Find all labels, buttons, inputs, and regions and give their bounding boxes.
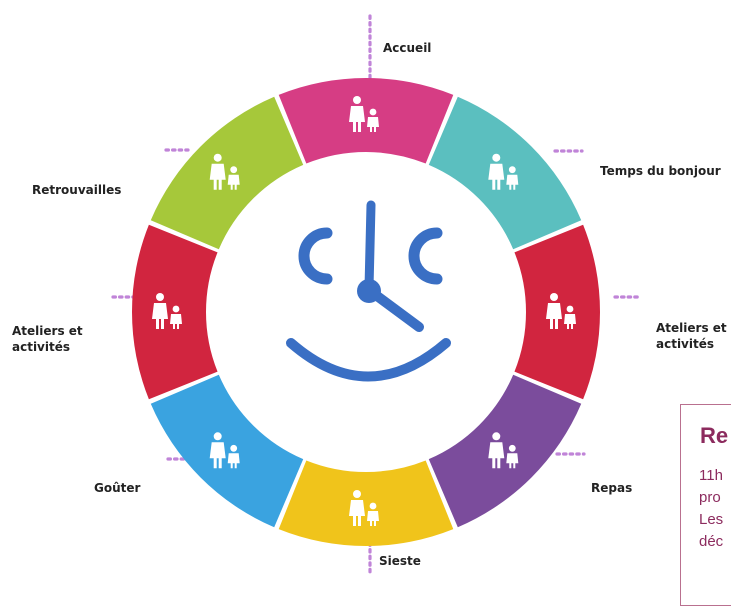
child-sleeping-icon (349, 490, 379, 526)
daily-routine-diagram: Accueil Temps du bonjour Ateliers et act… (12, 14, 731, 606)
info-box-line: Les (699, 511, 724, 528)
segment-label-retrouvailles: Retrouvailles (32, 183, 122, 197)
segment-label-sieste: Sieste (379, 554, 421, 568)
playground-slide-icon (152, 293, 182, 329)
info-box-line: pro (699, 489, 721, 506)
children-eating-icon (488, 432, 519, 469)
info-box: Re 11h pro Les déc (680, 404, 731, 606)
wheel-segment (278, 460, 454, 547)
parent-child-reunion-icon (209, 153, 240, 190)
clock-face-icon (286, 200, 451, 382)
segment-label-gouter: Goûter (94, 481, 141, 495)
segment-label-repas: Repas (591, 481, 633, 495)
routine-wheel (111, 14, 643, 574)
changing-table-icon (488, 153, 519, 190)
wheel-segment (278, 78, 454, 164)
segment-label-accueil: Accueil (383, 41, 432, 55)
adults-greeting-child-icon (349, 96, 379, 132)
info-box-line: déc (699, 533, 724, 550)
child-snack-icon (209, 432, 240, 469)
info-box-title: Re (700, 423, 729, 448)
segment-label-ateliers-left: Ateliers et activités (12, 324, 83, 354)
wheel-segment (150, 374, 304, 528)
segment-label-ateliers-right: Ateliers et activités (656, 321, 727, 351)
wheel-segment (150, 96, 304, 250)
children-playing-icon (546, 293, 576, 329)
info-box-line: 11h (699, 467, 723, 484)
wheel-segment (428, 96, 582, 250)
segment-label-temps-du-bonjour: Temps du bonjour (600, 164, 721, 178)
wheel-segment (428, 374, 582, 528)
